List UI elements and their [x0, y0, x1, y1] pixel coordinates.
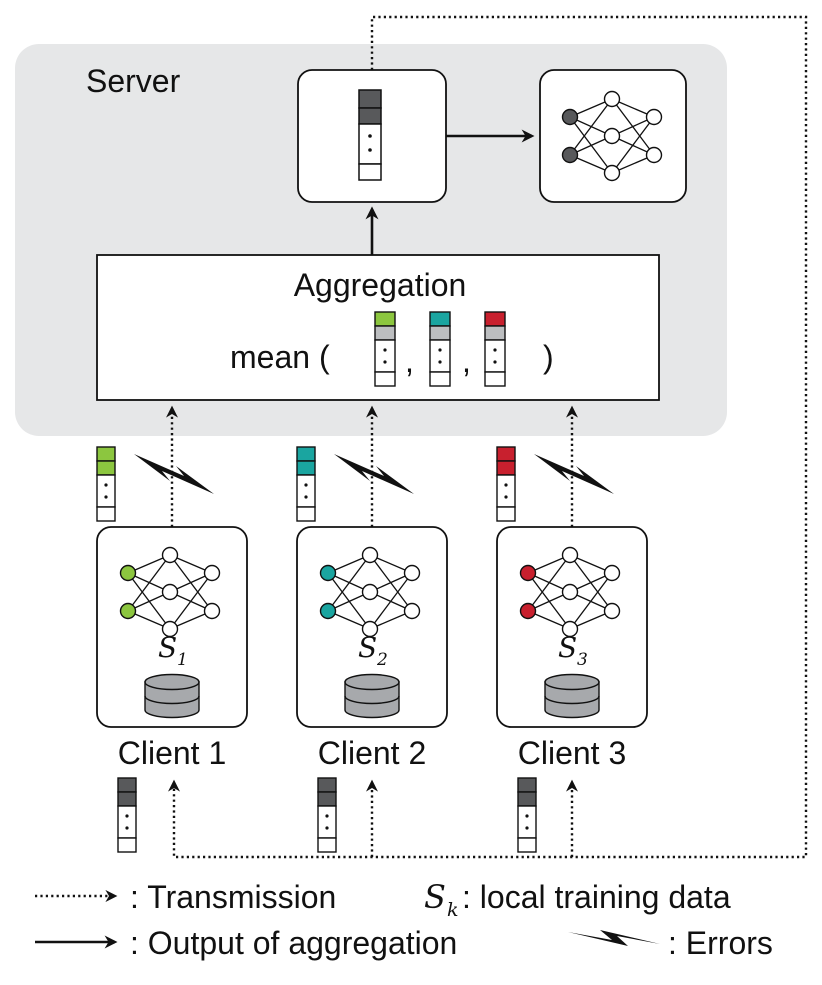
- client-3-neural-network-icon: [519, 546, 621, 638]
- client-3-data-symbol: S: [558, 631, 577, 664]
- legend-output-text: : Output of aggregation: [130, 925, 457, 961]
- client-2-data-symbol: S: [358, 631, 377, 664]
- client-2-data-index: 2: [376, 650, 388, 670]
- client-1-neural-network-icon: [119, 546, 221, 638]
- global-parameter-vector-icon: [358, 89, 382, 181]
- client-3-database-icon: [544, 673, 600, 719]
- client-1-database-icon: [144, 673, 200, 719]
- client-1-lightning-error-icon: [134, 454, 214, 494]
- legend-local-data-text: : local training data: [462, 879, 731, 915]
- mean-separator-2: ,: [462, 343, 471, 379]
- legend-data-symbol: S: [424, 878, 446, 916]
- client-1-received-vector-icon: [117, 777, 137, 853]
- mean-close: ): [543, 339, 554, 375]
- global-neural-network-icon: [561, 90, 663, 182]
- mean-prefix: mean (: [230, 339, 330, 375]
- client-3-received-vector-icon: [517, 777, 537, 853]
- legend-data-index: k: [447, 899, 459, 921]
- client-2-upload-vector-icon: [296, 446, 316, 522]
- client-3-label: Client 3: [518, 735, 627, 771]
- client-2-neural-network-icon: [319, 546, 421, 638]
- aggregation-vector-2-icon: [429, 311, 451, 387]
- legend: : Transmission S k : local training data…: [35, 878, 773, 961]
- client-2-received-vector-icon: [317, 777, 337, 853]
- aggregation-vector-3-icon: [484, 311, 506, 387]
- server-label: Server: [86, 63, 181, 99]
- client-3-data-index: 3: [577, 650, 588, 670]
- client-2-database-icon: [344, 673, 400, 719]
- client-3-upload-vector-icon: [496, 446, 516, 522]
- client-3-lightning-error-icon: [534, 454, 614, 494]
- broadcast-transmission-line: [168, 15, 808, 859]
- client-1-label: Client 1: [118, 735, 227, 771]
- aggregation-vector-1-icon: [374, 311, 396, 387]
- global-neural-network: [561, 90, 663, 182]
- legend-lightning-error-icon: [568, 930, 660, 946]
- client-1-data-index: 1: [177, 650, 188, 670]
- client-1-upload-vector-icon: [96, 446, 116, 522]
- legend-errors-text: : Errors: [668, 925, 773, 961]
- client-2-label: Client 2: [318, 735, 427, 771]
- mean-separator-1: ,: [405, 343, 414, 379]
- client-2-lightning-error-icon: [334, 454, 414, 494]
- legend-transmission-text: : Transmission: [130, 879, 336, 915]
- aggregation-vectors: [374, 311, 506, 387]
- client-1-data-symbol: S: [158, 631, 177, 664]
- aggregation-title: Aggregation: [294, 267, 467, 303]
